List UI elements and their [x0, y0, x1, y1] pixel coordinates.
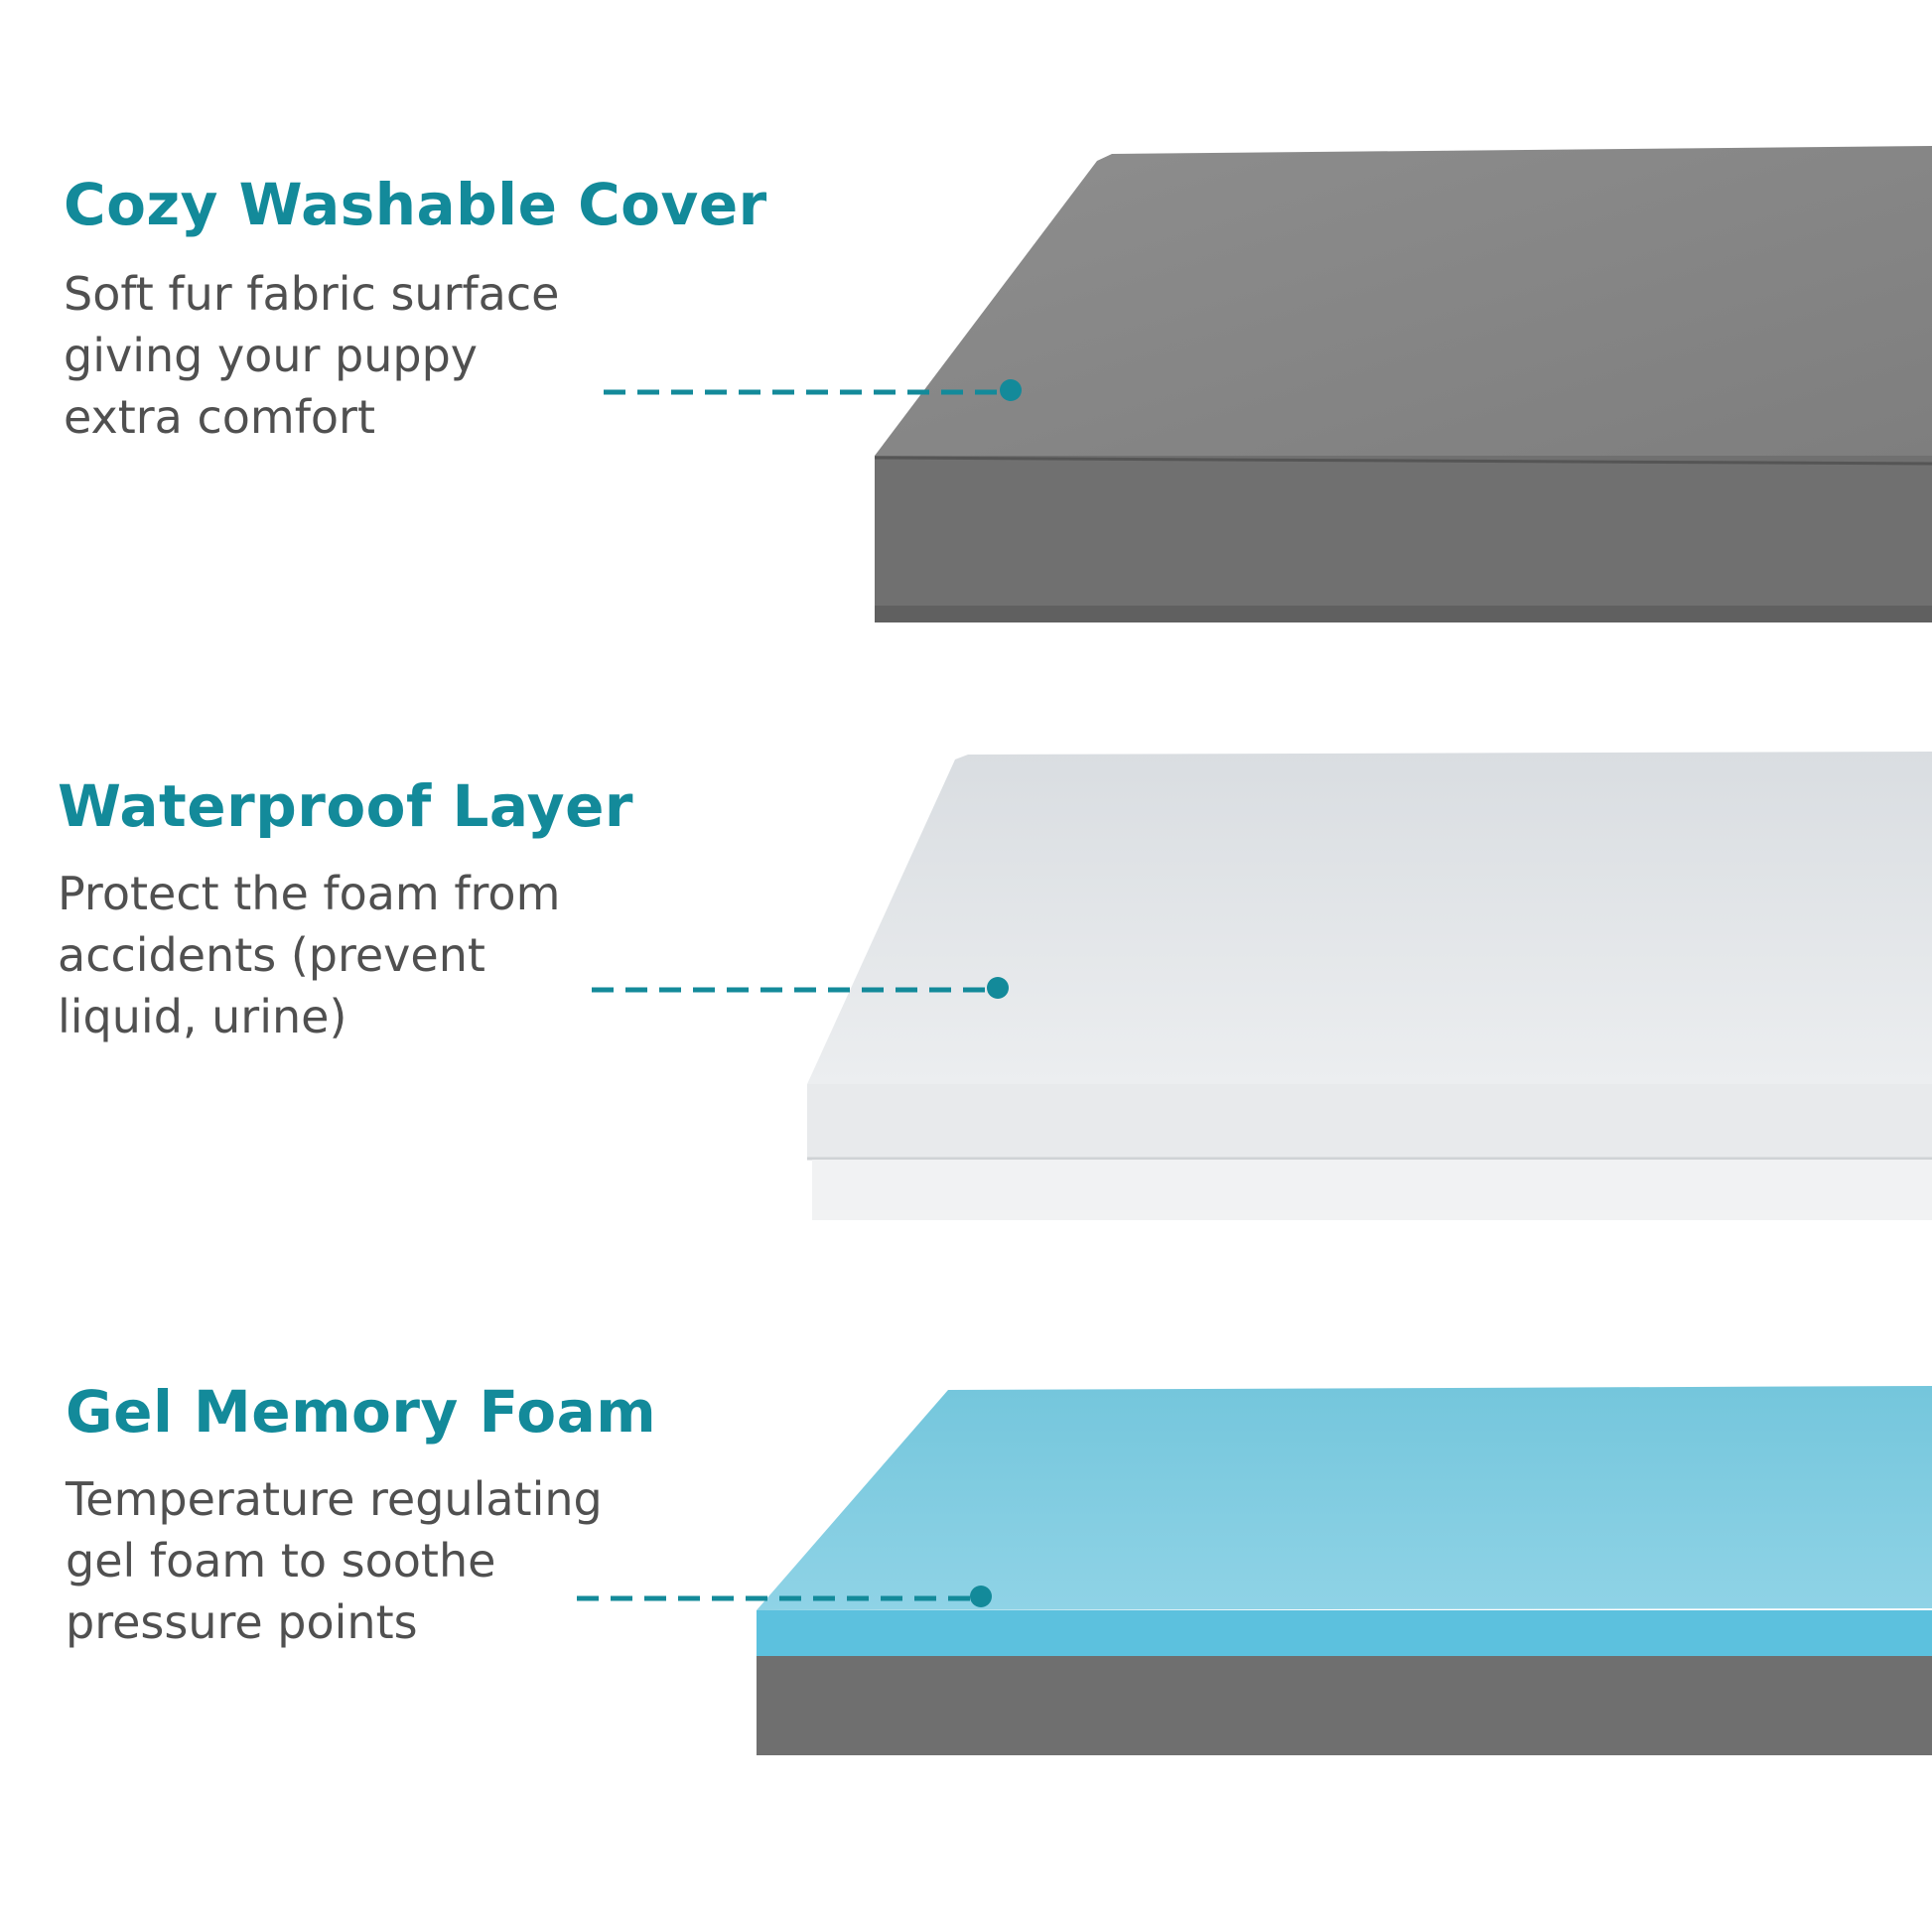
description-line: Temperature regulating — [66, 1472, 603, 1526]
gel-foam-image — [757, 1386, 1932, 1755]
description-line: liquid, urine) — [58, 990, 347, 1043]
layer-title-foam: Gel Memory Foam — [66, 1378, 657, 1446]
description-line: giving your puppy — [64, 329, 478, 382]
layer-description-foam: Temperature regulating gel foam to sooth… — [66, 1468, 603, 1653]
description-line: Protect the foam from — [58, 867, 561, 920]
layer-description-cover: Soft fur fabric surface giving your pupp… — [64, 263, 559, 448]
callout-connector-foam — [577, 1586, 992, 1607]
layer-title-waterproof: Waterproof Layer — [58, 772, 634, 840]
layer-description-waterproof: Protect the foam from accidents (prevent… — [58, 863, 560, 1047]
description-line: gel foam to soothe — [66, 1534, 496, 1587]
description-line: accidents (prevent — [58, 928, 485, 982]
layer-title-cover: Cozy Washable Cover — [64, 171, 767, 238]
description-line: pressure points — [66, 1595, 418, 1649]
description-line: Soft fur fabric surface — [64, 267, 560, 321]
description-line: extra comfort — [64, 390, 376, 444]
cover-mattress-image — [874, 146, 1932, 622]
callout-connector-waterproof — [592, 977, 1009, 999]
callout-connector-cover — [604, 379, 1022, 401]
waterproof-liner-image — [807, 752, 1932, 1220]
